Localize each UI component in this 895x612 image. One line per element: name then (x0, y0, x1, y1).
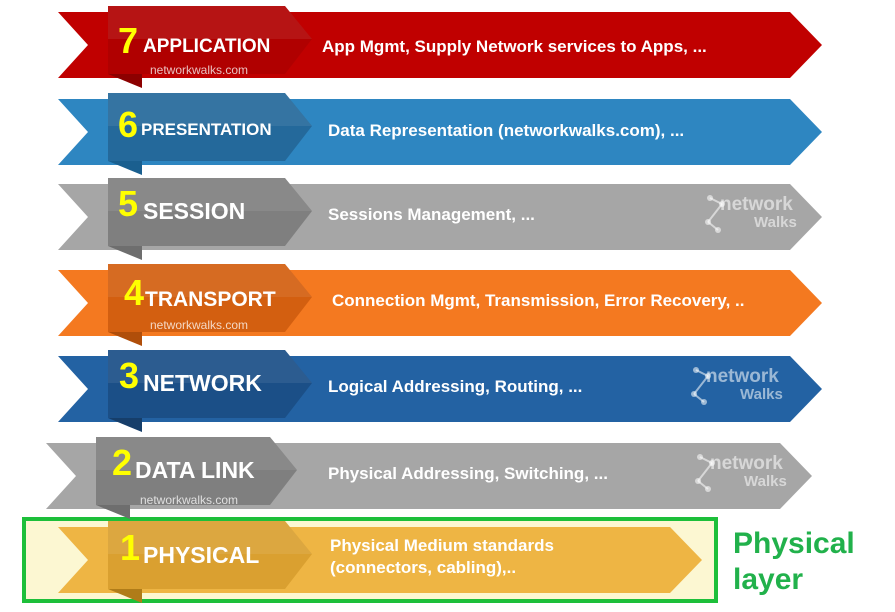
layer-physical-badge (108, 521, 312, 589)
layer-presentation-badge (108, 93, 312, 161)
logo-text-network: network (706, 366, 779, 387)
layer-network-badge (108, 350, 312, 418)
physical-layer-label-line1: Physical (733, 527, 855, 560)
layer-transport-badge-sheen (108, 264, 312, 297)
layer-presentation-badge-sheen (108, 93, 312, 126)
layer-network-name: NETWORK (143, 370, 262, 396)
layer-application-badge-sheen (108, 6, 312, 39)
layer-network-shape (58, 350, 822, 432)
layer-data-link-number: 2 (112, 442, 133, 483)
layer-presentation-description: Data Representation (networkwalks.com), … (328, 121, 685, 140)
layer-data-link-shape (46, 437, 812, 519)
layer-physical-badge-sheen (108, 521, 312, 554)
layer-session-badge (108, 178, 312, 246)
layer-session-badge-sheen (108, 178, 312, 211)
layer-transport-watermark: networkwalks.com (150, 318, 249, 332)
layer-physical-description: Physical Medium standards (330, 536, 554, 555)
layer-transport-badge (108, 264, 312, 332)
network-nodes-icon (705, 195, 725, 233)
layer-network-badge-sheen (108, 350, 312, 383)
layer-application-badge (108, 6, 312, 74)
layer-network-fold (108, 418, 142, 432)
layer-network-description: Logical Addressing, Routing, ... (328, 377, 583, 396)
layer-data-link-watermark: networkwalks.com (140, 493, 239, 507)
layer-data-link-fold (96, 505, 130, 519)
layer-transport-name: TRANSPORT (145, 288, 276, 311)
logo-link (697, 462, 713, 482)
layer-session-fold (108, 246, 142, 260)
layer-transport-number: 4 (124, 272, 145, 313)
layer-application-name: APPLICATION (143, 36, 271, 57)
layer-application-fold (108, 74, 142, 88)
logo-link (695, 369, 709, 377)
layer-physical-name: PHYSICAL (143, 542, 260, 568)
layer-session-description: Sessions Management, ... (328, 205, 535, 224)
logo-text-walks: Walks (740, 386, 783, 403)
logo-text-walks: Walks (754, 214, 797, 231)
layer-physical-fold (108, 589, 142, 603)
logo-link (707, 221, 719, 231)
layer-physical-description: (connectors, cabling),.. (330, 558, 517, 577)
physical-layer-label: Physical layer (733, 526, 855, 598)
layer-data-link-description: Physical Addressing, Switching, ... (328, 464, 608, 483)
logo-text-network: network (720, 194, 793, 215)
layer-physical-shape (58, 521, 702, 603)
layer-physical-number: 1 (120, 527, 141, 568)
layer-data-link-name: DATA LINK (135, 457, 255, 483)
layer-presentation-name: PRESENTATION (141, 120, 272, 139)
layer-data-link-badge (96, 437, 297, 505)
layer-application-shape (58, 6, 822, 88)
logo-link (697, 480, 709, 490)
layer-application-watermark: networkwalks.com (150, 63, 249, 77)
logo-text-network: network (710, 453, 783, 474)
layer-session-number: 5 (118, 183, 139, 224)
layer-transport-description: Connection Mgmt, Transmission, Error Rec… (332, 291, 745, 310)
layer-presentation-number: 6 (118, 104, 139, 145)
layer-presentation-shape (58, 93, 822, 175)
layer-session-shape (58, 178, 822, 260)
layer-data-link-badge-sheen (96, 437, 297, 470)
logo-text-walks: Walks (744, 473, 787, 490)
layer-transport-fold (108, 332, 142, 346)
logo-link (693, 393, 705, 403)
logo-link (707, 203, 723, 223)
layer-application-description: App Mgmt, Supply Network services to App… (322, 37, 707, 56)
layer-presentation-fold (108, 161, 142, 175)
network-nodes-icon (695, 454, 715, 492)
logo-link (709, 197, 723, 205)
layer-transport-shape (58, 264, 822, 346)
layer-network-number: 3 (119, 355, 140, 396)
logo-link (693, 375, 709, 395)
network-nodes-icon (691, 367, 711, 405)
layer-session-name: SESSION (143, 198, 246, 224)
layer-application-number: 7 (118, 20, 139, 61)
physical-layer-label-line2: layer (733, 563, 804, 596)
logo-link (699, 456, 713, 464)
